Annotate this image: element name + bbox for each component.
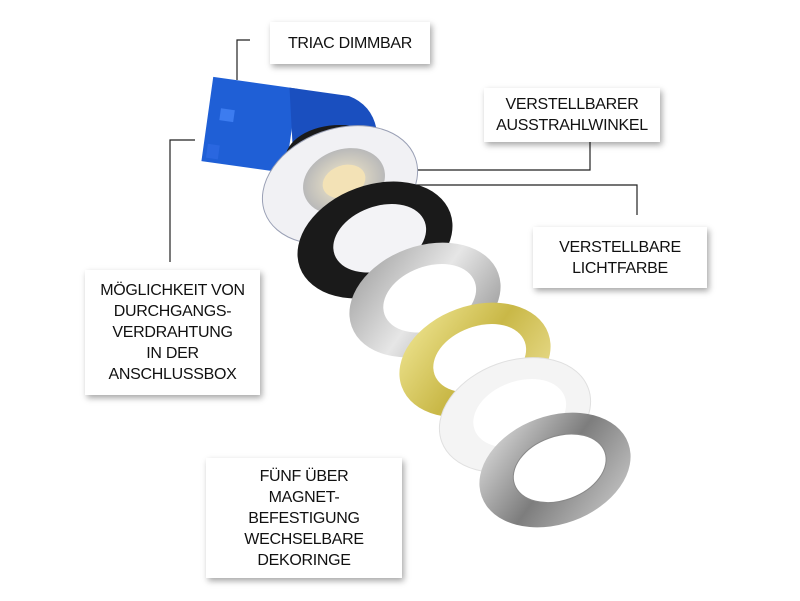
label-adjustable-light-color: VERSTELLBARE LICHTFARBE — [533, 227, 707, 288]
label-line: IN DER — [146, 345, 199, 362]
leader-lines — [169, 39, 638, 262]
label-line: DEKORINGE — [257, 551, 351, 569]
label-line: VERSTELLBARER — [505, 96, 639, 113]
label-line: BEFESTIGUNG — [248, 509, 360, 527]
label-adjustable-beam-angle: VERSTELLBARER AUSSTRAHLWINKEL — [484, 88, 660, 142]
label-line: VERSTELLBARE — [559, 238, 681, 256]
chrome-ring — [479, 412, 631, 528]
label-line: MÖGLICHKEIT VON — [100, 282, 245, 299]
label-line: AUSSTRAHLWINKEL — [496, 117, 648, 134]
label-line: MAGNET- — [268, 488, 340, 506]
label-line: FÜNF ÜBER — [259, 467, 349, 485]
label-line: WECHSELBARE — [244, 530, 364, 548]
label-line: TRIAC DIMMBAR — [287, 34, 413, 52]
label-triac-dimmable: TRIAC DIMMBAR — [270, 22, 430, 64]
label-line: DURCHGANGS- — [113, 303, 232, 320]
label-line: LICHTFARBE — [572, 259, 668, 277]
label-line: ANSCHLUSSBOX — [108, 366, 237, 383]
label-line: VERDRAHTUNG — [112, 324, 233, 341]
label-through-wiring: MÖGLICHKEIT VON DURCHGANGS- VERDRAHTUNG … — [85, 270, 260, 395]
label-decor-rings: FÜNF ÜBER MAGNET- BEFESTIGUNG WECHSELBAR… — [206, 458, 402, 578]
